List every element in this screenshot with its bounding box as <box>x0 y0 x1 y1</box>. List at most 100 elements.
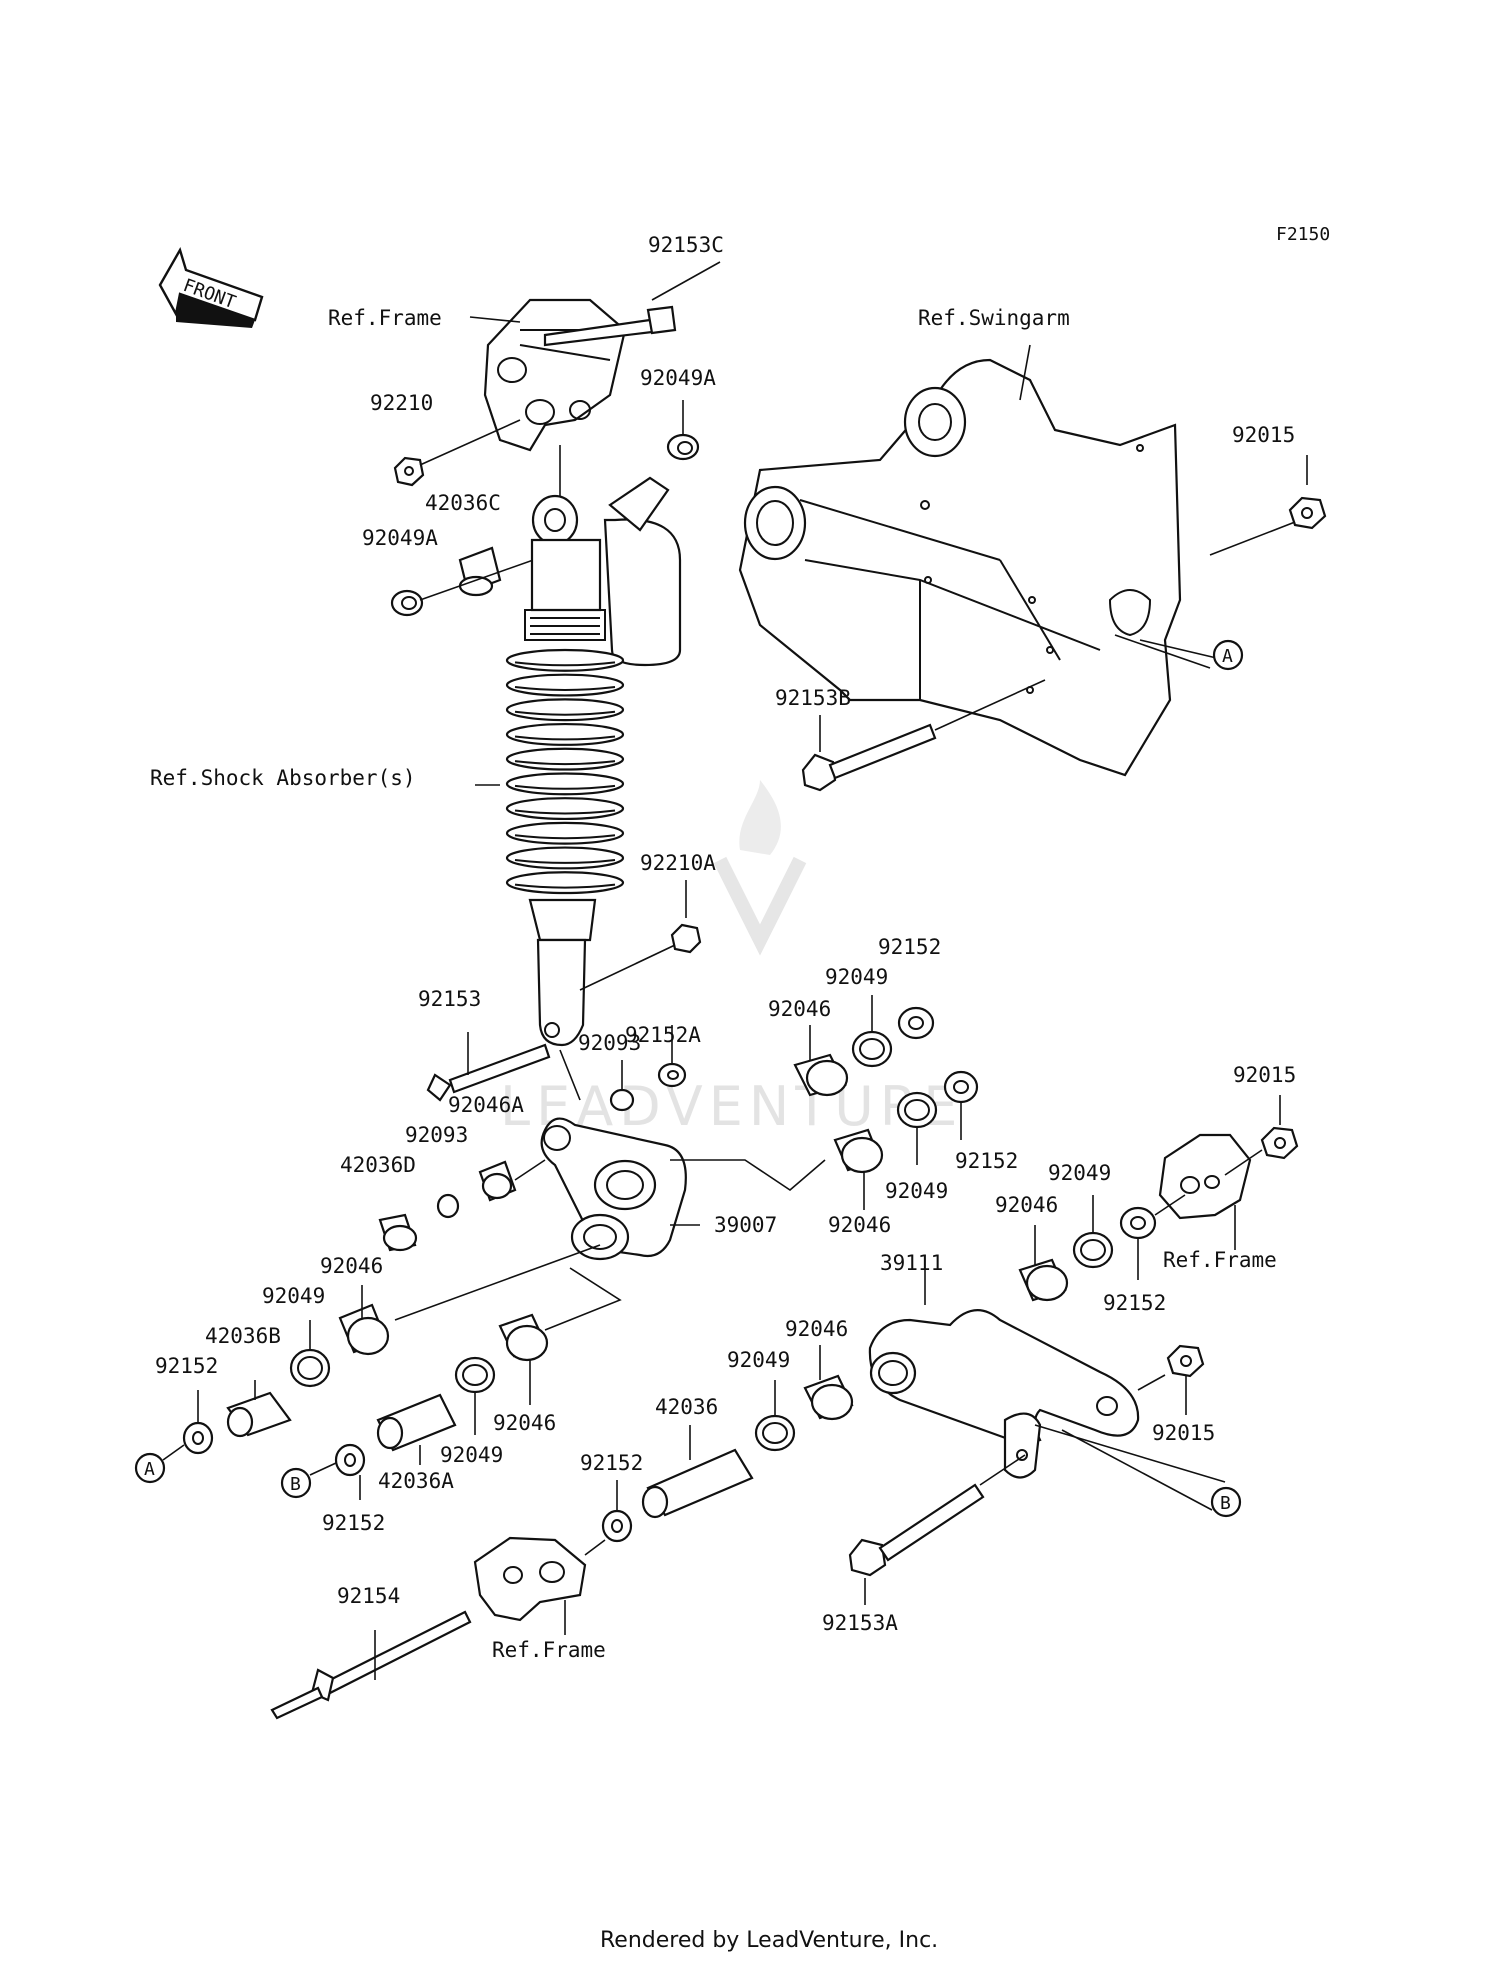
bolt-92153B <box>801 679 1046 792</box>
bearing-92046-link <box>803 1345 854 1421</box>
label-92152-left: 92152 <box>155 1354 218 1378</box>
label-92046-link: 92046 <box>785 1317 848 1341</box>
bolt-92153 <box>426 1032 551 1102</box>
bearing-92046-left <box>338 1244 601 1356</box>
nut-92015-right <box>1224 1095 1299 1176</box>
label-92152-top: 92152 <box>878 935 941 959</box>
label-92152A: 92152A <box>625 1023 701 1047</box>
label-92152-mid: 92152 <box>322 1511 385 1535</box>
washer-92049-far <box>1072 1195 1114 1269</box>
footer-credit: Rendered by LeadVenture, Inc. <box>600 1928 938 1953</box>
spring-coil <box>505 698 625 722</box>
label-92153A: 92153A <box>822 1611 898 1635</box>
spring-coil-shade <box>514 784 616 790</box>
collar-42036A <box>376 1393 457 1465</box>
callout-b-left: B <box>280 1462 337 1499</box>
bolt-92153C <box>543 261 721 347</box>
nut-92210A <box>579 880 702 991</box>
washer-92049-right <box>896 1091 938 1165</box>
label-42036: 42036 <box>655 1395 718 1419</box>
label-92049A-left: 92049A <box>362 526 438 550</box>
label-92210: 92210 <box>370 391 433 415</box>
callout-a-left-text: A <box>144 1459 155 1480</box>
washer-92049-link <box>754 1380 796 1452</box>
collar-42036B <box>226 1380 292 1438</box>
washer-92093-top <box>609 1060 635 1112</box>
label-92049-top: 92049 <box>825 965 888 989</box>
callout-a-right-text: A <box>1222 646 1233 667</box>
part-labels: 92153C 92049A 92210 42036C 92049A 92015 … <box>155 233 1296 1635</box>
washer-92152-top <box>897 1006 935 1040</box>
spring-coil <box>505 821 625 845</box>
washer-92093-mid <box>436 1193 460 1219</box>
label-92046-top: 92046 <box>768 997 831 1021</box>
label-92093-top: 92093 <box>578 1031 641 1055</box>
label-92153: 92153 <box>418 987 481 1011</box>
spring-coil <box>505 772 625 796</box>
ref-frame-top: Ref.Frame <box>328 306 442 330</box>
label-92093-mid: 92093 <box>405 1123 468 1147</box>
washer-92152A <box>657 1025 687 1088</box>
spring-coil-shade <box>514 686 616 691</box>
washer-92049-mid <box>454 1356 496 1435</box>
washer-92152-right <box>943 1070 979 1140</box>
washer-92049A-top <box>666 400 700 461</box>
front-arrow-icon: FRONT <box>158 246 264 328</box>
frame-bottom-bracket <box>473 1536 606 1635</box>
label-92046-center: 92046 <box>828 1213 891 1237</box>
collar-42036D <box>378 1213 418 1252</box>
label-92049A-top: 92049A <box>640 366 716 390</box>
spring-coil-shade <box>514 735 616 741</box>
frame-right-bracket <box>1158 1133 1252 1250</box>
label-92152-right: 92152 <box>955 1149 1018 1173</box>
label-92015-link: 92015 <box>1152 1421 1215 1445</box>
washer-92152-left <box>182 1390 214 1455</box>
label-42036A: 42036A <box>378 1469 454 1493</box>
spring-coil-shade <box>514 858 616 864</box>
collar-42036C <box>458 546 502 597</box>
label-42036C: 42036C <box>425 491 501 515</box>
spring-coil <box>505 673 625 697</box>
washer-92152-bottom <box>601 1480 633 1543</box>
label-92049-mid: 92049 <box>440 1443 503 1467</box>
washer-92152-far <box>1119 1194 1186 1280</box>
label-92049-left: 92049 <box>262 1284 325 1308</box>
ref-frame-bottom: Ref.Frame <box>492 1638 606 1662</box>
diagram-code: F2150 <box>1276 224 1330 245</box>
spring-coil <box>505 797 625 821</box>
nut-92015-link <box>1166 1344 1205 1415</box>
label-92049-link: 92049 <box>727 1348 790 1372</box>
ref-frame-right: Ref.Frame <box>1163 1248 1277 1272</box>
washer-92049-top <box>851 995 893 1068</box>
callout-b-right: B <box>1061 1429 1242 1518</box>
label-92049-right: 92049 <box>885 1179 948 1203</box>
nut-92210 <box>393 419 521 487</box>
spring-coil-shade <box>514 883 616 889</box>
spring-coil-shade <box>514 809 616 815</box>
spring-coil-shade <box>514 661 616 667</box>
bearing-92046-far <box>1018 1225 1069 1302</box>
bearing-92046-top <box>793 1025 849 1097</box>
collar-42036 <box>641 1425 754 1519</box>
label-92046-mid: 92046 <box>493 1411 556 1435</box>
callout-b-right-text: B <box>1220 1493 1231 1514</box>
label-92152-bottom: 92152 <box>580 1451 643 1475</box>
label-92046-far: 92046 <box>995 1193 1058 1217</box>
swingarm <box>738 344 1226 777</box>
label-39007: 39007 <box>714 1213 777 1237</box>
ref-shock-absorber: Ref.Shock Absorber(s) <box>150 766 416 790</box>
bearing-92046-mid <box>498 1267 622 1405</box>
callout-a-right: A <box>1114 634 1244 671</box>
bearing-92046A <box>478 1159 546 1202</box>
label-92049-far: 92049 <box>1048 1161 1111 1185</box>
washer-92152-mid <box>334 1443 366 1500</box>
label-92015-right: 92015 <box>1233 1063 1296 1087</box>
label-92046A: 92046A <box>448 1093 524 1117</box>
reference-labels: Ref.Frame Ref.Swingarm Ref.Shock Absorbe… <box>150 306 1277 1662</box>
spring-coil <box>505 846 625 870</box>
label-42036B: 42036B <box>205 1324 281 1348</box>
label-92210A: 92210A <box>640 851 716 875</box>
spring-coil <box>505 871 625 895</box>
nut-92015-top <box>1209 455 1327 556</box>
